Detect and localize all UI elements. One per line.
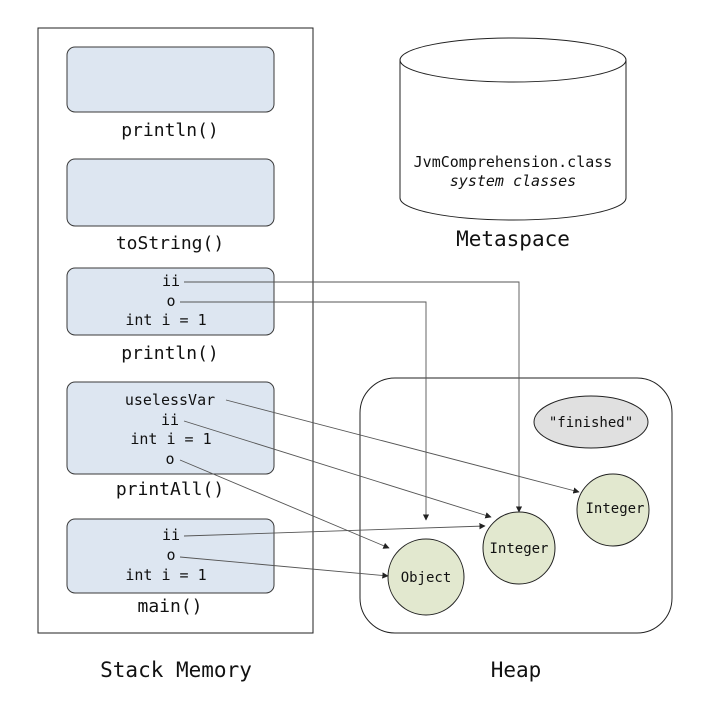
- object-shape: [576, 473, 650, 547]
- var-int-i: int i = 1: [130, 430, 211, 448]
- reference-arrow-printall-o: [179, 459, 390, 549]
- reference-arrow-main-o: [179, 556, 389, 579]
- var-uselessvar: uselessVar: [125, 391, 215, 409]
- frame-label: printAll(): [116, 479, 224, 500]
- cylinder-top: [399, 37, 627, 83]
- reference-arrow-main-ii: [183, 523, 486, 537]
- metaspace-system-classes-text: system classes: [450, 172, 576, 190]
- reference-arrow-println-o: [180, 301, 430, 521]
- metaspace-label: Metaspace: [456, 227, 570, 251]
- frame-box: [66, 158, 275, 227]
- var-o: o: [165, 450, 174, 468]
- cylinder-body: [399, 60, 627, 221]
- heap-object-integer-middle: Integer: [482, 511, 556, 585]
- heap-object-finished-string: "finished": [533, 395, 649, 449]
- var-ii: ii: [162, 272, 180, 290]
- frame-box: [66, 381, 275, 475]
- frame-box: [66, 46, 275, 113]
- var-int-i: int i = 1: [125, 311, 206, 329]
- frame-label: toString(): [116, 233, 224, 254]
- metaspace-class-text: JvmComprehension.class: [414, 153, 613, 171]
- var-ii: ii: [162, 526, 180, 544]
- reference-arrow-printall-uselessvar: [225, 399, 580, 494]
- frame-box: [66, 267, 275, 336]
- var-ii: ii: [161, 411, 179, 429]
- object-shape: [533, 395, 649, 449]
- object-label: "finished": [549, 415, 633, 431]
- reference-arrow-printall-ii: [183, 420, 492, 519]
- object-label: Integer: [585, 501, 644, 517]
- reference-arrow-println-ii: [184, 281, 523, 513]
- stack-memory-container: [37, 27, 314, 634]
- heap-container: [359, 377, 673, 634]
- frame-label: println(): [121, 343, 219, 364]
- stack-frame-main: ii o int i = 1 main(): [66, 518, 275, 617]
- frame-box: [66, 518, 275, 594]
- frame-label: main(): [137, 596, 202, 617]
- frame-label: println(): [121, 120, 219, 141]
- stack-frame-tostring: toString(): [66, 158, 275, 254]
- stack-frame-println-top: println(): [66, 46, 275, 141]
- stack-memory-label: Stack Memory: [100, 658, 252, 682]
- metaspace-cylinder: JvmComprehension.class system classes: [399, 37, 627, 221]
- var-int-i: int i = 1: [125, 566, 206, 584]
- stack-frame-printall: uselessVar ii int i = 1 o printAll(): [66, 381, 275, 500]
- object-label: Integer: [489, 541, 548, 557]
- var-o: o: [166, 292, 175, 310]
- heap-object-integer-right: Integer: [576, 473, 650, 547]
- heap-object-object: Object: [387, 538, 465, 616]
- var-o: o: [166, 546, 175, 564]
- object-label: Object: [401, 570, 452, 586]
- heap-label: Heap: [491, 658, 542, 682]
- stack-frame-println-vars: ii o int i = 1 println(): [66, 267, 275, 364]
